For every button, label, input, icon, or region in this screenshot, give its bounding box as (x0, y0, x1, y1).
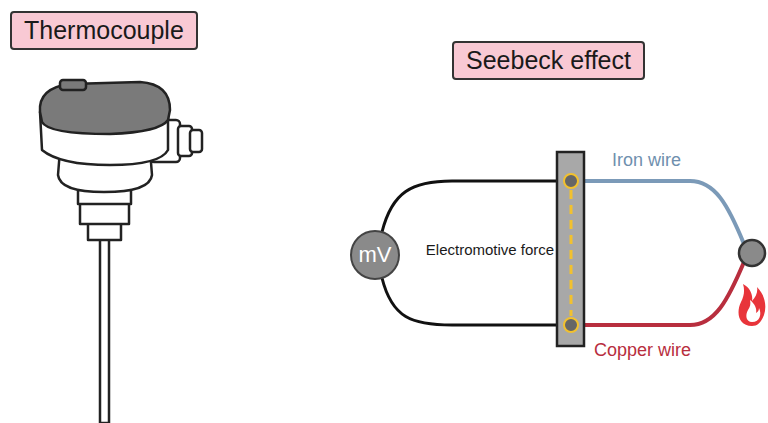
node-text: Thermocouple (24, 16, 184, 44)
node-text: mV (359, 242, 392, 268)
node-text: Seebeck effect (466, 46, 631, 74)
wire-label: Iron wire (612, 150, 681, 172)
title-tag: Thermocouple (10, 11, 198, 50)
title-tag: Seebeck effect (452, 41, 645, 80)
emf-label: Electromotive force (424, 241, 556, 259)
flame-icon (739, 284, 766, 326)
copper-wire (584, 262, 744, 325)
meter-wires (382, 181, 557, 325)
wire-label: Copper wire (594, 340, 691, 362)
terminal-block (557, 152, 584, 346)
iron-wire (584, 181, 744, 244)
hot-junction (739, 240, 765, 266)
meter-circle: mV (350, 230, 400, 280)
thermocouple-probe (40, 80, 202, 423)
